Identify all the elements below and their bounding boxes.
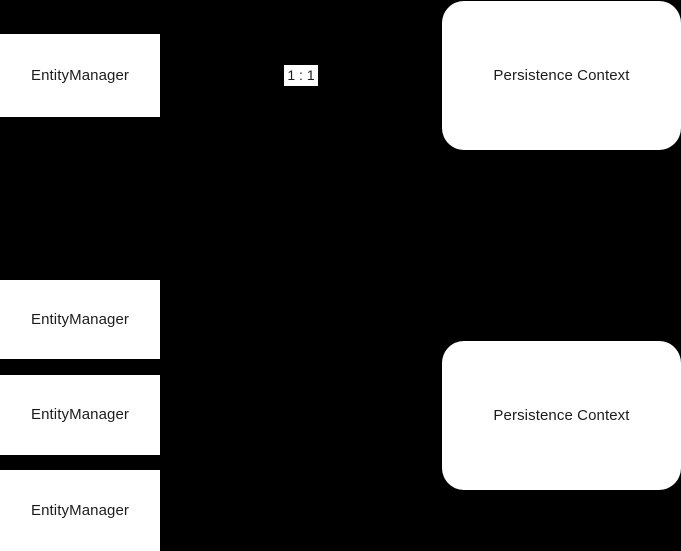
node-label: EntityManager [30, 66, 130, 84]
node-persistence-context-top[interactable]: Persistence Context [442, 1, 681, 150]
node-label: Persistence Context [493, 406, 630, 424]
node-entity-manager-3[interactable]: EntityManager [0, 470, 160, 551]
node-entity-manager-top[interactable]: EntityManager [0, 34, 160, 117]
node-persistence-context-bottom[interactable]: Persistence Context [442, 341, 681, 490]
node-label: EntityManager [30, 406, 130, 423]
node-label: EntityManager [30, 310, 130, 328]
node-label: Persistence Context [493, 66, 630, 84]
node-entity-manager-2[interactable]: EntityManager [0, 375, 160, 455]
edge-label-text: 1 : 1 [287, 67, 315, 84]
node-entity-manager-1[interactable]: EntityManager [0, 280, 160, 359]
edge-label-cardinality-top: 1 : 1 [284, 65, 318, 86]
node-label: EntityManager [30, 501, 130, 519]
